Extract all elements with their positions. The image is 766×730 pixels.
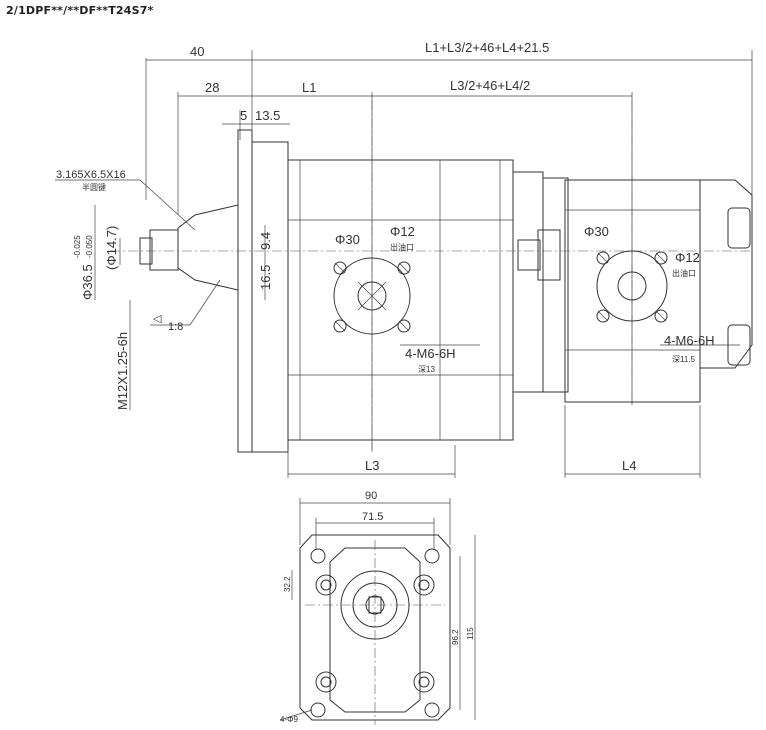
taper-label: 1:8 <box>168 321 183 333</box>
port1-label: 出油口 <box>390 242 414 252</box>
holes-label: 4-Φ9 <box>280 715 298 724</box>
dim-total-label: L1+L3/2+46+L4+21.5 <box>425 40 549 55</box>
dim-115-label: 115 <box>466 627 475 640</box>
port2-thread-label: 4-M6-6H <box>664 333 715 348</box>
shaft-tol-upper: -0.025 <box>73 235 82 258</box>
front-view: 90 71.5 32.2 96.2 115 4-Φ9 <box>279 490 476 725</box>
dim-L3-label: L3 <box>365 458 379 473</box>
side-view: 40 L1+L3/2+46+L4+21.5 28 L1 L3/2+46+L4/2… <box>55 40 753 478</box>
port2-depth-label: 深11.5 <box>672 355 696 364</box>
port1-inner-label: Φ12 <box>390 224 415 239</box>
port2-dia-label: Φ30 <box>584 224 609 239</box>
port2-label: 出油口 <box>672 268 696 278</box>
dim-16-5-label: 16.5 <box>258 265 273 290</box>
dim-90-label: 90 <box>365 490 377 502</box>
dim-L1-label: L1 <box>302 80 316 95</box>
dim-71-5-label: 71.5 <box>362 511 383 523</box>
dim-96-2-label: 96.2 <box>451 629 460 645</box>
dim-L3-half-label: L3/2+46+L4/2 <box>450 78 530 93</box>
shaft-dia-label: Φ36.5 <box>80 264 95 300</box>
dim-9-4-label: 9.4 <box>258 232 273 250</box>
dim-32-2-label: 32.2 <box>283 576 292 592</box>
port2-inner-label: Φ12 <box>675 250 700 265</box>
key-note-label: 半圆键 <box>82 182 106 192</box>
dim-13-5-label: 13.5 <box>255 108 280 123</box>
port1-thread-label: 4-M6-6H <box>405 346 456 361</box>
key-spec-label: 3.165X6.5X16 <box>56 169 126 181</box>
dim-40-label: 40 <box>190 44 204 59</box>
port1-dia-label: Φ30 <box>335 232 360 247</box>
port1-depth-label: 深13 <box>418 365 435 374</box>
dia-14-7-label: (Φ14.7) <box>104 226 119 270</box>
shaft-tol-lower: -0.050 <box>85 235 94 258</box>
svg-text:◁: ◁ <box>153 313 162 325</box>
dim-28-label: 28 <box>205 80 219 95</box>
dim-5-label: 5 <box>240 108 247 123</box>
thread-label: M12X1.25-6h <box>115 332 130 410</box>
dim-L4-label: L4 <box>622 458 636 473</box>
drawing-title: 2/1DPF**/**DF**T24S7* <box>6 4 154 17</box>
